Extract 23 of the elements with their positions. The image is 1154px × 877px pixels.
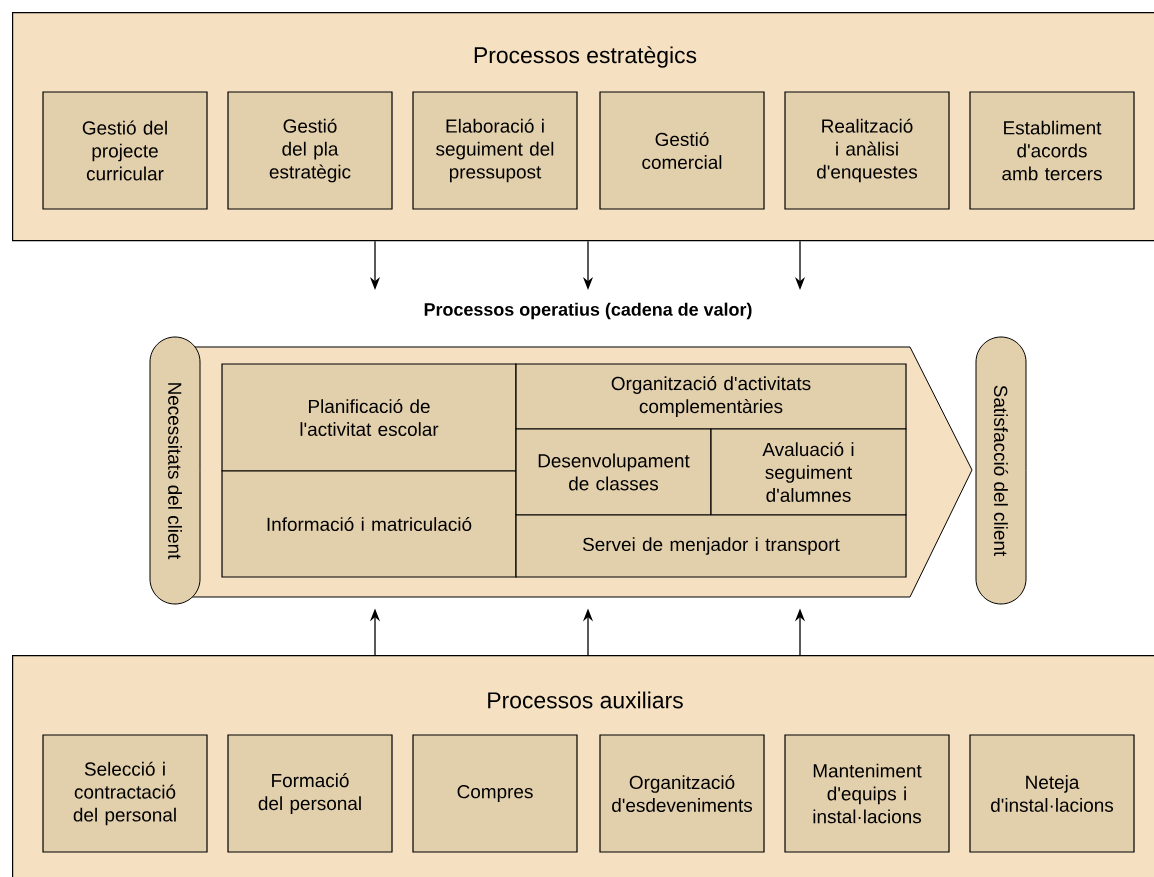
process-box: Compres xyxy=(412,734,578,853)
process-box: Elaboració i seguiment del pressupost xyxy=(412,91,578,210)
process-cell: Servei de menjador i transport xyxy=(515,514,907,578)
process-box: Manteniment d'equips i instal·lacions xyxy=(784,734,950,853)
section-heading: Processos operatius (cadena de valor) xyxy=(424,302,752,320)
process-cell: Desenvolupament de classes xyxy=(515,428,712,516)
process-cell: Avaluació i seguiment d'alumnes xyxy=(710,428,907,516)
rounded-label: Necessitats del client xyxy=(149,336,201,605)
process-box: Establiment d'acords amb tercers xyxy=(969,91,1135,210)
process-cell: Organització d'activitats complementàries xyxy=(515,363,907,430)
panel-heading: Processos auxiliars xyxy=(488,691,683,709)
process-box: Realització i anàlisi d'enquestes xyxy=(784,91,950,210)
process-box: Gestió del projecte curricular xyxy=(42,91,208,210)
process-box: Formació del personal xyxy=(227,734,393,853)
process-box: Gestió del pla estratègic xyxy=(227,91,393,210)
process-box: Selecció i contractació del personal xyxy=(42,734,208,853)
process-box: Neteja d'instal·lacions xyxy=(969,734,1135,853)
rounded-label: Satisfacció del client xyxy=(975,336,1027,605)
process-box: Gestió comercial xyxy=(599,91,765,210)
process-cell: Informació i matriculació xyxy=(221,470,517,578)
process-cell: Planificació de l'activitat escolar xyxy=(221,363,517,472)
panel-heading: Processos estratègics xyxy=(474,46,697,68)
process-box: Organització d'esdeveniments xyxy=(599,734,765,853)
